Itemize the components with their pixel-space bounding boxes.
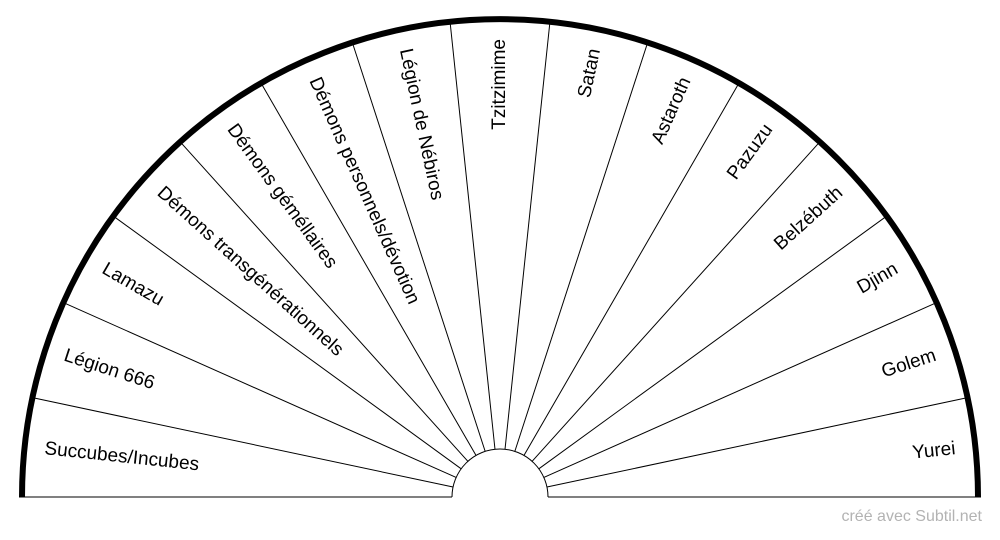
sector-divider [514,42,649,452]
sector-label: Démons transgénérationnels [153,182,348,360]
sector-label: Lamazu [98,258,167,310]
sector-dividers [32,21,968,488]
sector-label: Tzitzimime [489,39,510,130]
credit-text: créé avec Subtil.net [841,508,982,525]
sector-divider [32,397,454,488]
sector-label: Démons personnels/dévotion [305,74,424,307]
sector-label: Astaroth [647,74,695,147]
sector-divider [63,302,457,478]
center-hub [451,448,549,498]
sector-divider [523,82,740,456]
sector-divider [260,82,477,456]
sector-label: Satan [574,47,605,100]
outer-arc [19,16,981,498]
sector-divider [112,215,462,470]
sector-divider [179,141,469,462]
sector-label: Légion 666 [61,345,157,394]
sector-label: Succubes/Incubes [43,438,200,475]
sector-divider [504,21,551,450]
sector-divider [351,42,486,452]
sector-label: Légion de Nébiros [395,47,448,202]
sector-label: Djinn [854,258,902,298]
sector-divider [546,397,968,488]
sector-label: Yurei [911,438,956,463]
sector-divider [543,302,937,478]
sector-divider [449,21,496,450]
sector-divider [538,215,888,470]
sector-label: Belzébuth [770,182,847,254]
sector-divider [531,141,821,462]
sector-label: Golem [879,345,939,382]
sector-label: Pazuzu [723,120,777,184]
